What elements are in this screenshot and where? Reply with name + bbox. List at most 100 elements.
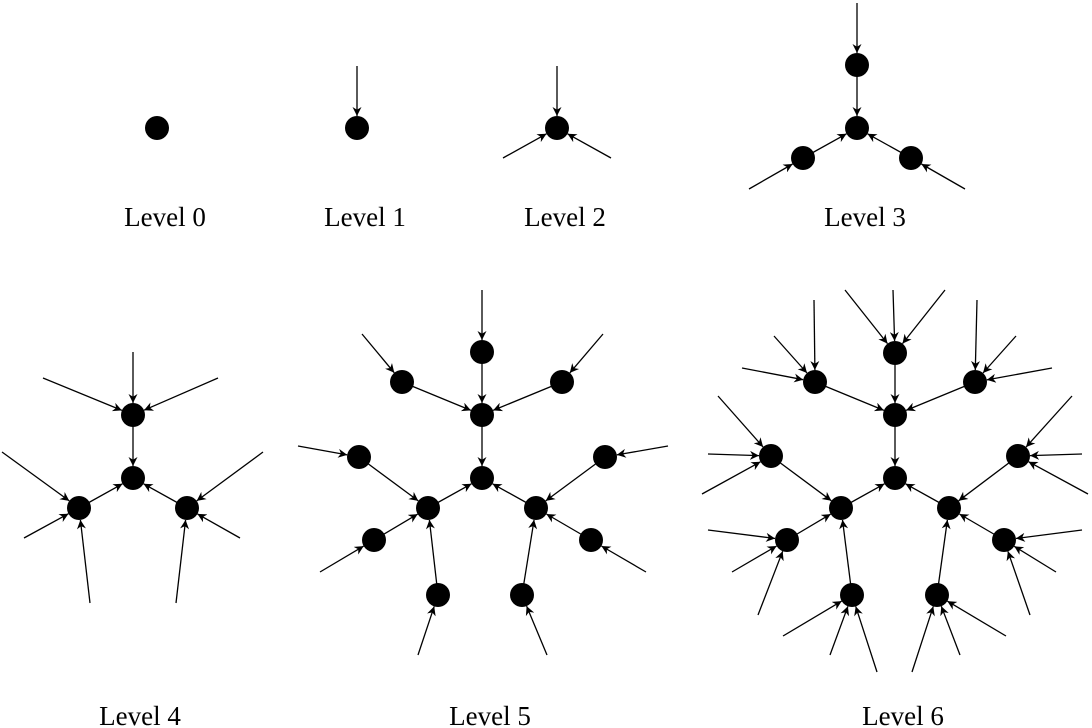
level-5-input-arrow bbox=[319, 545, 365, 573]
level-0-node bbox=[145, 116, 169, 140]
level-5-node bbox=[470, 340, 494, 364]
level-4-node bbox=[175, 496, 199, 520]
level-6-input-arrow bbox=[1015, 529, 1083, 542]
level-6-input-arrow bbox=[829, 606, 850, 656]
level-6-input-arrow bbox=[854, 606, 878, 673]
level-3-node bbox=[845, 116, 869, 140]
level-1-node bbox=[345, 116, 369, 140]
level-6-input-arrow bbox=[773, 335, 808, 374]
level-5-input-arrow bbox=[616, 445, 669, 458]
level-4-node bbox=[121, 466, 145, 490]
level-6-input-arrow bbox=[986, 367, 1053, 383]
level-0-graph bbox=[145, 116, 169, 140]
level-5-input-arrow bbox=[569, 333, 604, 374]
level-6-edge-arrow bbox=[936, 519, 951, 596]
level-6-input-arrow bbox=[707, 529, 776, 542]
level-1-label: Level 1 bbox=[324, 202, 406, 232]
level-6-node bbox=[775, 528, 799, 552]
level-5-node bbox=[470, 403, 494, 427]
level-4-input-arrow bbox=[23, 513, 69, 539]
level-6-input-arrow bbox=[1029, 450, 1083, 460]
level-6-node bbox=[829, 496, 853, 520]
level-6-node bbox=[925, 583, 949, 607]
level-4-node bbox=[67, 496, 91, 520]
level-3-input-arrow bbox=[748, 163, 793, 190]
level-6-input-arrow bbox=[1025, 395, 1073, 448]
level-5-node bbox=[524, 496, 548, 520]
level-6-input-arrow bbox=[889, 289, 899, 342]
level-3-node bbox=[845, 53, 869, 77]
level-2-node bbox=[545, 116, 569, 140]
level-5-label: Level 5 bbox=[449, 701, 531, 728]
level-3-label: Level 3 bbox=[824, 202, 906, 232]
level-6-input-arrow bbox=[810, 299, 820, 371]
level-4-input-arrow bbox=[197, 513, 241, 539]
level-6-input-arrow bbox=[731, 545, 777, 573]
level-6-input-arrow bbox=[717, 395, 764, 448]
level-6-node bbox=[883, 341, 907, 365]
level-3-node bbox=[899, 146, 923, 170]
level-5-input-arrow bbox=[525, 605, 548, 656]
level-6-edge-arrow bbox=[814, 381, 885, 412]
level-6-input-arrow bbox=[707, 450, 760, 460]
level-5-edge-arrow bbox=[521, 519, 538, 596]
level-3-input-arrow bbox=[921, 163, 966, 190]
level-5-graph bbox=[297, 290, 669, 656]
level-5-node bbox=[470, 466, 494, 490]
level-4-input-arrow bbox=[1, 451, 70, 502]
level-5-node bbox=[510, 583, 534, 607]
level-5-edge-arrow bbox=[401, 381, 472, 412]
level-6-input-arrow bbox=[1006, 551, 1031, 616]
level-6-input-arrow bbox=[1028, 461, 1089, 495]
level-5-edge-arrow bbox=[425, 519, 439, 596]
level-4-input-arrow bbox=[175, 519, 190, 604]
level-5-input-arrow bbox=[601, 545, 647, 573]
level-5-input-arrow bbox=[361, 333, 395, 374]
level-2-label: Level 2 bbox=[524, 202, 606, 232]
level-6-edge-arrow bbox=[839, 519, 853, 596]
level-4-input-arrow bbox=[143, 377, 219, 411]
level-5-node bbox=[347, 445, 371, 469]
level-6-input-arrow bbox=[741, 367, 804, 383]
level-6-node bbox=[840, 583, 864, 607]
level-6-edge-arrow bbox=[905, 381, 976, 412]
level-6-input-arrow bbox=[971, 299, 981, 371]
level-5-node bbox=[593, 445, 617, 469]
level-6-node bbox=[803, 370, 827, 394]
level-3-node bbox=[791, 146, 815, 170]
level-5-node bbox=[426, 583, 450, 607]
level-4-input-arrow bbox=[76, 519, 91, 604]
level-6-node bbox=[883, 403, 907, 427]
level-5-node bbox=[416, 496, 440, 520]
level-6-input-arrow bbox=[911, 606, 935, 673]
level-4-node bbox=[121, 403, 145, 427]
level-0-label: Level 0 bbox=[124, 202, 206, 232]
level-5-node bbox=[390, 370, 414, 394]
level-6-input-arrow bbox=[757, 550, 784, 616]
level-3-graph bbox=[748, 3, 966, 190]
level-6-input-arrow bbox=[782, 600, 843, 637]
level-5-node bbox=[579, 528, 603, 552]
level-6-node bbox=[992, 528, 1016, 552]
level-6-input-arrow bbox=[844, 289, 889, 345]
level-6-edge-arrow bbox=[958, 455, 1019, 502]
level-5-edge-arrow bbox=[545, 456, 606, 502]
level-6-label: Level 6 bbox=[862, 701, 944, 728]
level-2-input-arrow bbox=[567, 133, 612, 159]
level-5-edge-arrow bbox=[492, 381, 563, 412]
level-6-input-arrow bbox=[901, 289, 946, 345]
level-5-node bbox=[362, 528, 386, 552]
level-6-input-arrow bbox=[940, 605, 961, 656]
level-5-edge-arrow bbox=[358, 456, 419, 502]
level-4-input-arrow bbox=[42, 377, 123, 412]
level-6-input-arrow bbox=[982, 335, 1017, 374]
level-2-input-arrow bbox=[502, 133, 547, 159]
level-4-label: Level 4 bbox=[99, 701, 181, 728]
level-6-node bbox=[883, 466, 907, 490]
level-5-node bbox=[550, 370, 574, 394]
level-6-input-arrow bbox=[1013, 545, 1057, 573]
level-6-node bbox=[1006, 444, 1030, 468]
level-6-node bbox=[937, 496, 961, 520]
